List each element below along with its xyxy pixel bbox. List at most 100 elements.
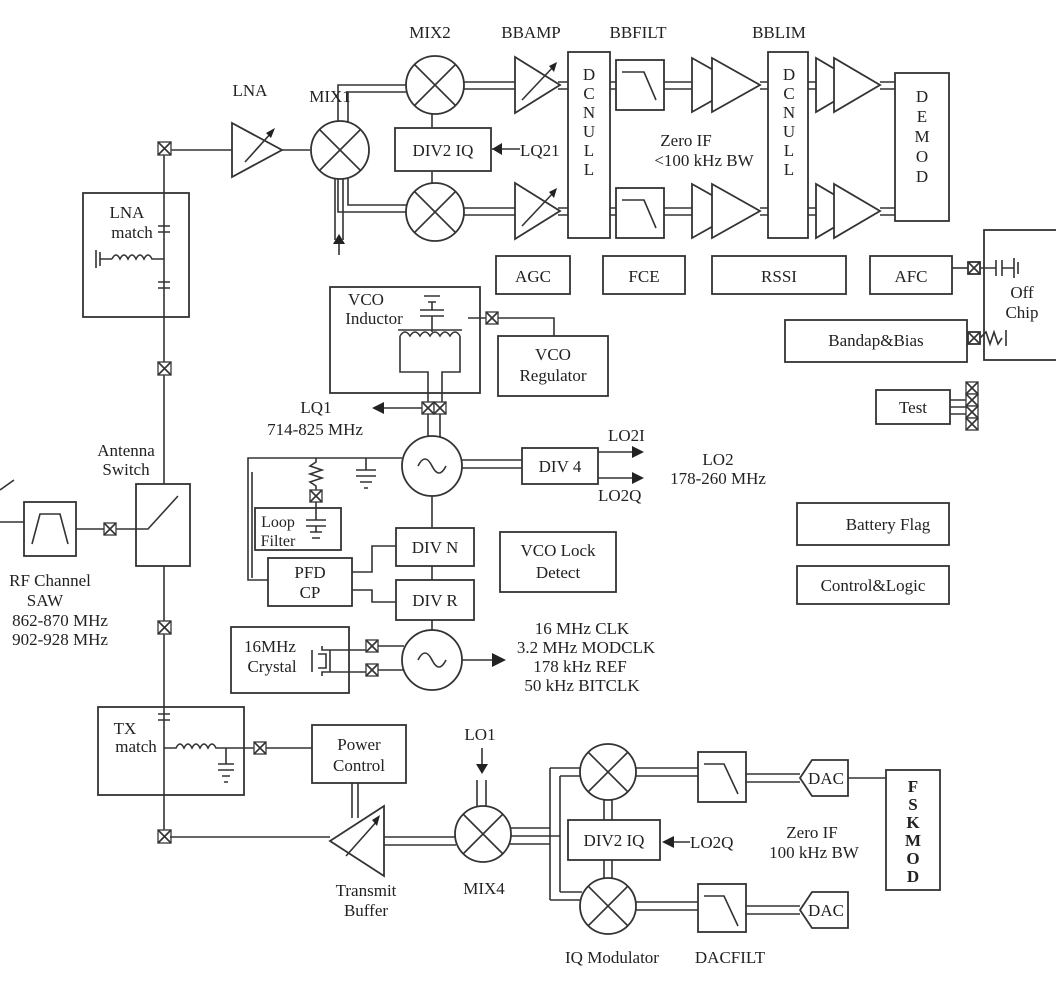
- tx-match-inductor: [164, 743, 254, 750]
- control-logic-label: Control&Logic: [821, 576, 926, 595]
- vco-lock-label-2: Detect: [536, 563, 581, 582]
- loop-filter-block: [254, 507, 342, 551]
- dac-bottom-label: DAC: [808, 901, 844, 920]
- pin-bus-1: [157, 361, 172, 376]
- transmit-buffer: [328, 804, 385, 878]
- mix1-mixer: [310, 120, 370, 180]
- zeroif-rx-label-2: <100 kHz BW: [654, 151, 754, 170]
- bblim-stage1-bottom: [691, 182, 762, 240]
- pin-vco-2: [433, 401, 447, 415]
- bbfilt-top: [615, 59, 665, 111]
- bbfilt-bottom: [615, 187, 665, 239]
- crystal-label-1: 16MHz: [244, 637, 296, 656]
- bblim-label: BBLIM: [752, 23, 806, 42]
- clk-label-4: 50 kHz BITCLK: [524, 676, 640, 695]
- dacfilt-label: DACFILT: [695, 948, 766, 967]
- transmit-buffer-label-1: Transmit: [336, 881, 397, 900]
- dacfilt-bottom: [697, 883, 747, 933]
- lo1-label: LO1: [464, 725, 495, 744]
- dc1-letter: C: [583, 84, 594, 103]
- vco-lock-detect-block: [499, 531, 617, 593]
- lna-match-label-2: match: [111, 223, 153, 242]
- vco-regulator-label-1: VCO: [535, 345, 571, 364]
- dc1-letter: D: [583, 65, 595, 84]
- div4-block: [521, 447, 599, 485]
- pin-switch: [103, 522, 117, 536]
- dac-bottom: [798, 891, 849, 929]
- demod-letter: M: [914, 127, 929, 146]
- bblim-stage2-top: [815, 56, 882, 114]
- afc-block: [869, 255, 953, 295]
- dc2-letter: N: [783, 103, 795, 122]
- battery-flag-block: [796, 502, 950, 546]
- loop-filter-label-1: Loop: [261, 514, 295, 531]
- agc-block: [495, 255, 571, 295]
- vco-regulator-label-2: Regulator: [519, 366, 586, 385]
- pin-bus-2: [157, 620, 172, 635]
- power-control-label-2: Control: [333, 756, 385, 775]
- vco-inductor-label-2: Inductor: [345, 309, 403, 328]
- vco-regulator-block: [497, 335, 609, 397]
- crystal-label-2: Crystal: [247, 657, 296, 676]
- pin-tx: [253, 741, 267, 755]
- bbfilt-label: BBFILT: [609, 23, 667, 42]
- bblim-stage2-bottom: [815, 182, 882, 240]
- pfd-cp-block: [267, 557, 353, 607]
- demod-letter: O: [916, 147, 928, 166]
- pin-xtal-1: [365, 639, 379, 653]
- div-n-label: DIV N: [412, 538, 458, 557]
- dc2-letter: U: [783, 122, 795, 141]
- bandap-bias-label: Bandap&Bias: [828, 331, 923, 350]
- bbamp-label: BBAMP: [501, 23, 561, 42]
- lna-match-inductor: [111, 254, 164, 261]
- div2iq-tx-label: DIV2 IQ: [584, 831, 645, 850]
- power-control-block: [311, 724, 407, 784]
- lo2-label-2: 178-260 MHz: [670, 469, 766, 488]
- saw-label-1: RF Channel: [9, 571, 91, 590]
- div4-label: DIV 4: [539, 457, 582, 476]
- dc2-letter: L: [784, 141, 794, 160]
- battery-flag-label: Battery Flag: [846, 515, 931, 534]
- mix2-top-mixer: [405, 55, 465, 115]
- mix4-label: MIX4: [463, 879, 505, 898]
- bandap-bias-block: [784, 319, 968, 363]
- iq-modulator-label: IQ Modulator: [565, 948, 659, 967]
- clk-label-2: 3.2 MHz MODCLK: [517, 638, 656, 657]
- dc1-letter: L: [584, 141, 594, 160]
- loop-filter-label-2: Filter: [261, 533, 296, 550]
- rssi-block: [711, 255, 847, 295]
- antenna-switch-block: [135, 483, 191, 567]
- dcnull-1-block: [567, 51, 611, 239]
- saw-label-2: SAW: [27, 591, 64, 610]
- div2iq-rx-label: DIV2 IQ: [413, 141, 474, 160]
- rf-channel-saw: [23, 501, 77, 557]
- demod-block: [894, 72, 950, 222]
- dc1-letter: N: [583, 103, 595, 122]
- tx-match-label-2: match: [115, 737, 157, 756]
- fsk-letter: F: [908, 777, 918, 796]
- div2iq-tx-block: [567, 819, 661, 861]
- lo2q-out-label: LO2Q: [598, 486, 641, 505]
- dc2-letter: C: [783, 84, 794, 103]
- pin-loop: [309, 489, 323, 503]
- demod-letter: E: [917, 107, 927, 126]
- fsk-letter: D: [907, 867, 919, 886]
- demod-letter: D: [916, 87, 928, 106]
- pin-xtal-2: [365, 663, 379, 677]
- test-pins: [965, 381, 979, 431]
- div-n-block: [395, 527, 475, 567]
- transmit-buffer-label-2: Buffer: [344, 901, 388, 920]
- zeroif-tx-label-1: Zero IF: [786, 823, 837, 842]
- test-label: Test: [899, 398, 927, 417]
- dc2-letter: L: [784, 160, 794, 179]
- lo2i-label: LO2I: [608, 426, 645, 445]
- off-chip-label-1: Off: [1010, 283, 1034, 302]
- fsk-letter: K: [906, 813, 920, 832]
- control-logic-block: [796, 565, 950, 605]
- dc1-letter: L: [584, 160, 594, 179]
- zeroif-tx-label-2: 100 kHz BW: [769, 843, 860, 862]
- fce-block: [602, 255, 686, 295]
- demod-letter: D: [916, 167, 928, 186]
